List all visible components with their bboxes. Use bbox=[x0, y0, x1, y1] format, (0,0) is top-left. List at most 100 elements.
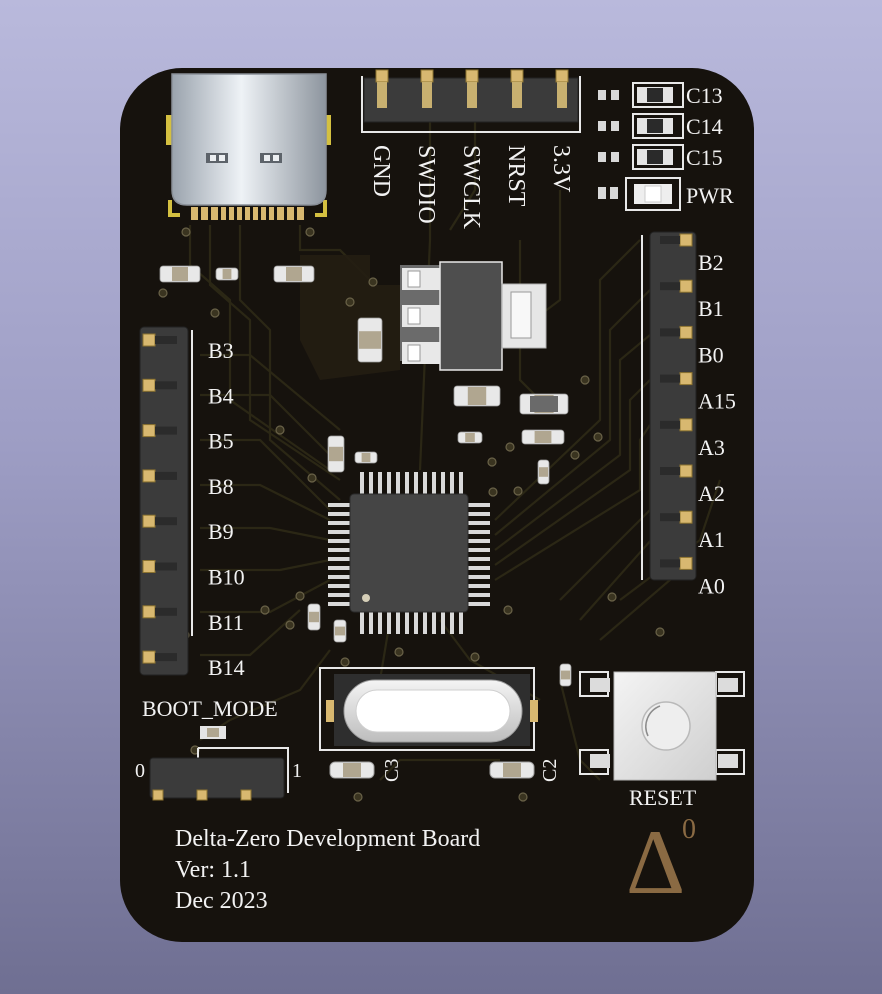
right-header-label: B2 bbox=[698, 250, 724, 275]
header-pin bbox=[142, 424, 156, 438]
mcu-pin bbox=[328, 575, 350, 579]
mcu-pin bbox=[468, 521, 490, 525]
smd-component bbox=[559, 663, 572, 687]
boot-mode-header bbox=[149, 726, 289, 801]
right-header-label: A1 bbox=[698, 527, 725, 552]
mcu-pin bbox=[328, 512, 350, 516]
mcu-pin bbox=[405, 472, 409, 494]
right-header-label: B1 bbox=[698, 296, 724, 321]
header-pin-seat bbox=[660, 513, 680, 522]
smd-component bbox=[354, 451, 378, 464]
swd-label: SWCLK bbox=[458, 145, 484, 230]
right-header-label: A0 bbox=[698, 573, 725, 598]
header-pin bbox=[679, 279, 693, 293]
cap-c2-label: C2 bbox=[539, 759, 561, 782]
header-pin-seat bbox=[660, 374, 680, 383]
led-label: C13 bbox=[686, 83, 723, 108]
header-pin bbox=[142, 605, 156, 619]
header-pin-seat bbox=[155, 517, 177, 526]
smd-component bbox=[273, 265, 315, 283]
header-pin-seat bbox=[660, 420, 680, 429]
header-pin-seat bbox=[155, 562, 177, 571]
mcu-pin bbox=[450, 472, 454, 494]
right-header-label: A15 bbox=[698, 389, 736, 414]
mcu-pin bbox=[441, 472, 445, 494]
mcu-pin bbox=[468, 557, 490, 561]
header-pin bbox=[679, 556, 693, 570]
mcu-pin bbox=[360, 472, 364, 494]
swd-pin-lead bbox=[512, 82, 522, 108]
swd-pin-lead bbox=[377, 82, 387, 108]
mcu-pin bbox=[405, 612, 409, 634]
header-pin bbox=[142, 469, 156, 483]
mcu-pin bbox=[468, 593, 490, 597]
board-version: Ver: 1.1 bbox=[175, 857, 251, 883]
header-pin bbox=[142, 378, 156, 392]
header-pin-seat bbox=[660, 559, 680, 568]
mcu-pin bbox=[396, 472, 400, 494]
usb-c-connector-icon bbox=[166, 73, 331, 220]
smd-component bbox=[457, 431, 483, 444]
mcu-pin bbox=[468, 566, 490, 570]
header-pin-seat bbox=[155, 381, 177, 390]
right-header-label: A2 bbox=[698, 481, 725, 506]
left-header-label: B14 bbox=[208, 655, 245, 680]
led-lens bbox=[647, 119, 663, 133]
header-pin bbox=[679, 372, 693, 386]
swd-pin-lead bbox=[467, 82, 477, 108]
header-pin bbox=[142, 514, 156, 528]
left-pin-header bbox=[139, 326, 193, 676]
led-resistor-pad bbox=[611, 152, 619, 162]
led-label: C14 bbox=[686, 114, 723, 139]
led-lens bbox=[647, 150, 663, 164]
left-header-label: B9 bbox=[208, 519, 234, 544]
header-pin bbox=[679, 464, 693, 478]
mcu-pin bbox=[328, 593, 350, 597]
tactile-switch-icon bbox=[579, 671, 745, 781]
mcu-pin bbox=[328, 521, 350, 525]
header-pin-seat bbox=[660, 236, 680, 244]
smd-component bbox=[159, 265, 201, 283]
smd-component bbox=[307, 603, 321, 631]
swd-pin bbox=[555, 69, 569, 83]
smd-component bbox=[327, 435, 345, 473]
led-outline bbox=[632, 82, 684, 108]
mcu-pin bbox=[378, 612, 382, 634]
mcu-pin bbox=[414, 472, 418, 494]
mcu-pin bbox=[328, 566, 350, 570]
swd-pin bbox=[375, 69, 389, 83]
power-led bbox=[598, 177, 681, 211]
right-pin-header bbox=[641, 231, 697, 581]
led-outline bbox=[632, 144, 684, 170]
header-pin bbox=[142, 560, 156, 573]
mcu-pin bbox=[328, 602, 350, 606]
smd-component bbox=[521, 429, 565, 445]
mcu-pin bbox=[468, 539, 490, 543]
mcu-pin bbox=[328, 548, 350, 552]
header-pin bbox=[679, 510, 693, 524]
passive-components bbox=[159, 265, 572, 687]
boot-mode-label: BOOT_MODE bbox=[142, 696, 278, 721]
mcu-pin bbox=[378, 472, 382, 494]
boot-left-label: 0 bbox=[135, 760, 145, 782]
swd-pin bbox=[510, 69, 524, 83]
header-pin bbox=[142, 333, 156, 347]
mcu-pin bbox=[468, 503, 490, 507]
swd-pin bbox=[420, 69, 434, 83]
mcu-pin bbox=[369, 472, 373, 494]
mcu-pin bbox=[432, 472, 436, 494]
header-pin-seat bbox=[155, 607, 177, 616]
swd-label: 3.3V bbox=[548, 145, 574, 193]
board-name: Delta-Zero Development Board bbox=[175, 826, 480, 852]
mcu-pin bbox=[328, 557, 350, 561]
header-pin bbox=[679, 418, 693, 432]
mcu-pin bbox=[459, 472, 463, 494]
header-pin-seat bbox=[155, 653, 177, 662]
mcu-pin bbox=[328, 539, 350, 543]
mcu-pin bbox=[432, 612, 436, 634]
boot-right-label: 1 bbox=[292, 760, 302, 782]
header-pin-seat bbox=[660, 328, 680, 337]
led-label: C15 bbox=[686, 145, 723, 170]
